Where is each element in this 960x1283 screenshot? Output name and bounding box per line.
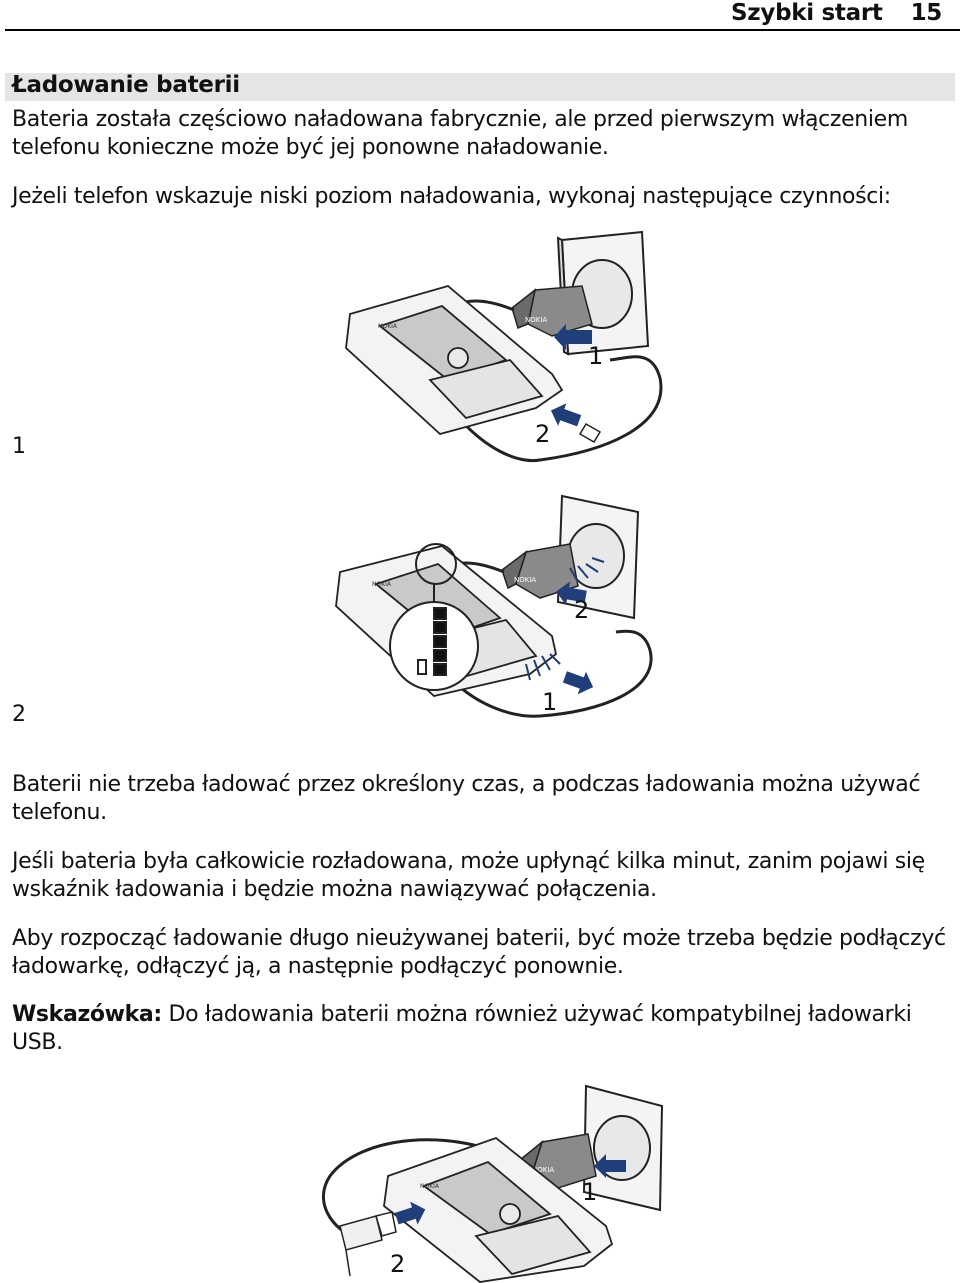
cable-illustration — [322, 1138, 523, 1240]
paragraph-fully-discharged: Jeśli bateria była całkowicie rozładowan… — [12, 849, 925, 902]
instruction-paragraph: Jeżeli telefon wskazuje niski poziom nał… — [12, 184, 891, 209]
callout-2-label: 2 — [535, 420, 550, 448]
phone-illustration: NOKIA — [383, 1136, 614, 1283]
glow-marks-socket — [569, 557, 605, 583]
intro-paragraph: Bateria została częściowo naładowana fab… — [12, 107, 908, 160]
page-number: 15 — [910, 0, 943, 26]
callout-1-label: 1 — [588, 342, 603, 370]
callout-2-label: 2 — [574, 596, 589, 624]
phone-illustration: NOKIA — [345, 285, 564, 435]
header-rule — [5, 29, 960, 31]
section-title: Ładowanie baterii — [12, 72, 240, 98]
callout-1-label: 1 — [542, 688, 557, 716]
battery-indicator-zoom — [389, 543, 479, 691]
tip-text: Do ładowania baterii można również używa… — [12, 1002, 912, 1055]
figure-step-1: NOKIA NOKIA 1 2 — [330, 228, 680, 468]
svg-text:NOKIA: NOKIA — [372, 581, 392, 588]
callout-1-label: 1 — [582, 1178, 597, 1206]
svg-text:NOKIA: NOKIA — [378, 323, 398, 330]
figure-usb-charging: NOKIA NOKIA 1 2 — [300, 1076, 680, 1283]
figure-step-2: NOKIA NOKIA — [330, 490, 680, 725]
charger-illustration: NOKIA — [501, 543, 579, 599]
svg-text:NOKIA: NOKIA — [525, 316, 547, 324]
chapter-title: Szybki start — [731, 0, 883, 26]
paragraph-long-unused: Aby rozpocząć ładowanie długo nieużywane… — [12, 926, 946, 979]
svg-text:NOKIA: NOKIA — [532, 1166, 554, 1174]
svg-text:NOKIA: NOKIA — [514, 576, 536, 584]
svg-text:NOKIA: NOKIA — [420, 1183, 440, 1190]
tip-label: Wskazówka: — [12, 1002, 162, 1027]
glow-marks-phone — [525, 653, 561, 681]
step-2-number: 2 — [12, 702, 26, 727]
paragraph-charging-time: Baterii nie trzeba ładować przez określo… — [12, 772, 921, 825]
usb-plug-illustration — [339, 1211, 397, 1277]
section-heading-band — [5, 73, 955, 101]
page-header: Szybki start 15 — [0, 0, 960, 31]
callout-2-label: 2 — [390, 1250, 405, 1278]
step-1-number: 1 — [12, 434, 26, 459]
tip-paragraph: Wskazówka: Do ładowania baterii można ró… — [12, 1001, 957, 1057]
running-header: Szybki start 15 — [731, 0, 942, 26]
